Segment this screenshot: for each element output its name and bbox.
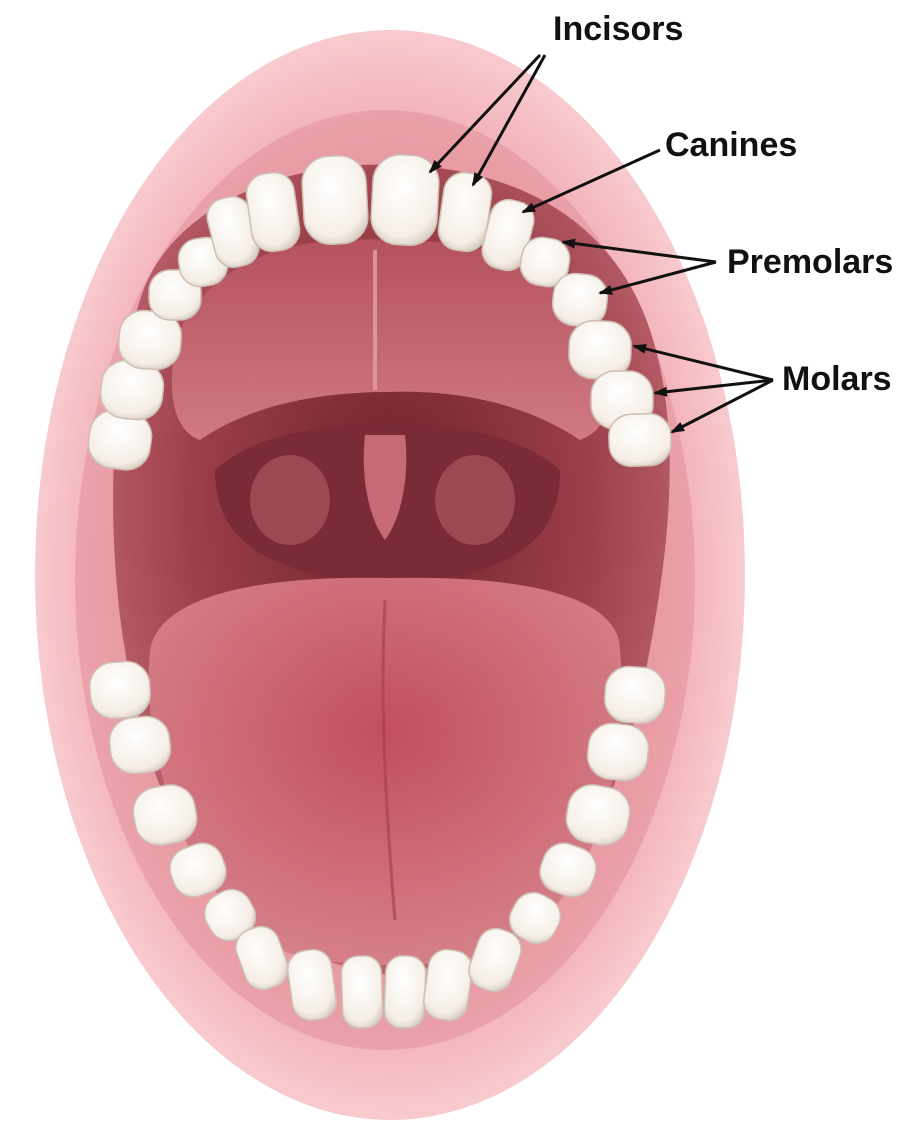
label-incisors: Incisors — [553, 12, 683, 46]
label-premolars: Premolars — [727, 245, 893, 279]
left-tonsil — [250, 455, 330, 545]
label-molars: Molars — [782, 362, 892, 396]
lower-right-molar — [603, 665, 667, 725]
lower-left-molar — [88, 660, 152, 720]
lower-right-incisor — [384, 955, 426, 1028]
label-canines: Canines — [665, 128, 797, 162]
upper-right-incisor — [370, 153, 441, 246]
right-tonsil — [435, 455, 515, 545]
upper-left-incisor — [301, 154, 370, 245]
upper-right-premolar — [550, 271, 609, 328]
lower-left-incisor — [341, 955, 383, 1028]
lower-right-molar — [585, 721, 651, 783]
upper-right-molar — [608, 413, 672, 467]
lower-left-molar — [107, 714, 173, 776]
